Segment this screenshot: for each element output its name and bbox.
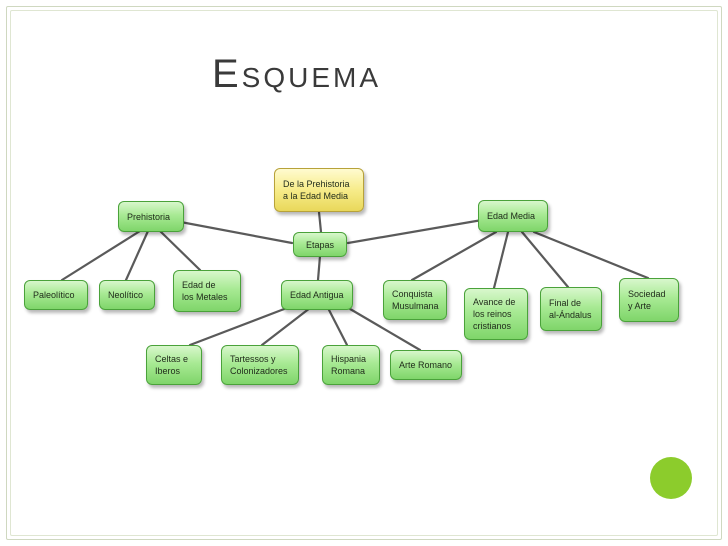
link-antigua-hispania <box>326 306 349 347</box>
node-final-al-andalus: Final de al-Ándalus <box>540 287 602 331</box>
slide-frame-outer <box>6 6 722 540</box>
node-edad-media: Edad Media <box>478 200 548 232</box>
link-hub-prehistoria <box>168 218 294 245</box>
slide-frame-inner <box>10 10 718 536</box>
node-edad-de-los-metales: Edad de los Metales <box>173 270 241 312</box>
link-media-conquista <box>410 230 498 282</box>
link-media-avance <box>492 230 510 290</box>
link-hub-edad-media <box>346 218 484 245</box>
node-celtas-e-iberos: Celtas e Iberos <box>146 345 202 385</box>
link-antigua-tartessos <box>260 306 312 347</box>
link-media-final <box>520 230 570 289</box>
link-prehistoria-paleolitico <box>60 229 142 282</box>
node-paleolitico: Paleolítico <box>24 280 88 310</box>
node-arte-romano: Arte Romano <box>390 350 462 380</box>
node-etapas: Etapas <box>293 232 347 257</box>
node-avance-reinos-cristianos: Avance de los reinos cristianos <box>464 288 528 340</box>
node-hispania-romana: Hispania Romana <box>322 345 380 385</box>
node-root: De la Prehistoria a la Edad Media <box>274 168 364 212</box>
green-circle-decoration <box>650 457 692 499</box>
node-conquista-musulmana: Conquista Musulmana <box>383 280 447 320</box>
link-media-sociedad <box>532 230 650 280</box>
node-neolitico: Neolítico <box>99 280 155 310</box>
link-prehistoria-neolitico <box>124 229 150 282</box>
link-hub-edad-antigua <box>316 254 322 282</box>
link-antigua-arte <box>343 304 422 352</box>
link-prehistoria-metales <box>158 229 202 272</box>
link-antigua-celtas <box>188 304 294 347</box>
node-prehistoria: Prehistoria <box>118 201 184 232</box>
node-tartessos: Tartessos y Colonizadores <box>221 345 299 385</box>
link-root-hub <box>317 210 323 234</box>
node-sociedad-y-arte: Sociedad y Arte <box>619 278 679 322</box>
slide-title: Esquema <box>212 52 382 96</box>
node-edad-antigua: Edad Antigua <box>281 280 353 310</box>
